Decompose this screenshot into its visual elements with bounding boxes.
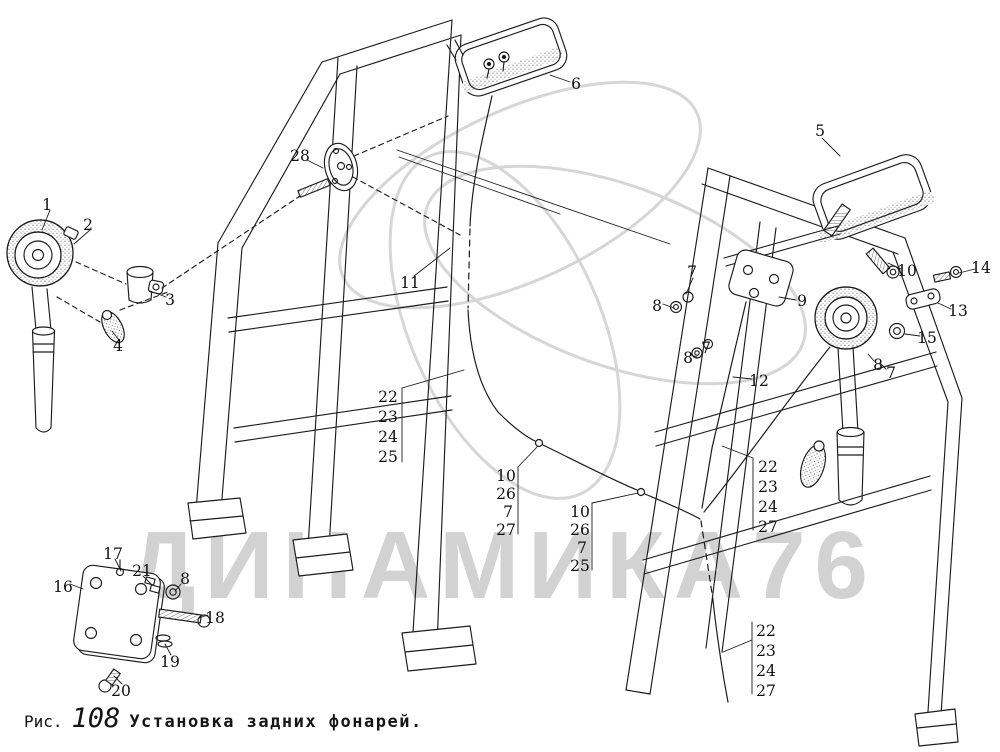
left-tail-lamp [6,195,301,433]
flange-28 [297,115,461,236]
wiring-harness [396,95,831,703]
caption-title: Установка задних фонарей. [129,712,423,732]
caption-number: 108 [71,703,121,734]
caption-prefix: Рис. [24,712,63,731]
bracket-16-assembly [73,559,211,693]
figure-caption: Рис. 108 Установка задних фонарей. [24,703,423,734]
license-lamp-top [446,17,568,97]
lamp-mounting-rod [669,225,841,359]
license-lamp-right [812,154,963,340]
right-gate-frame [625,167,963,747]
right-tail-lamp [799,286,878,506]
leader-lines [41,74,976,695]
left-gate-frame [187,19,477,672]
